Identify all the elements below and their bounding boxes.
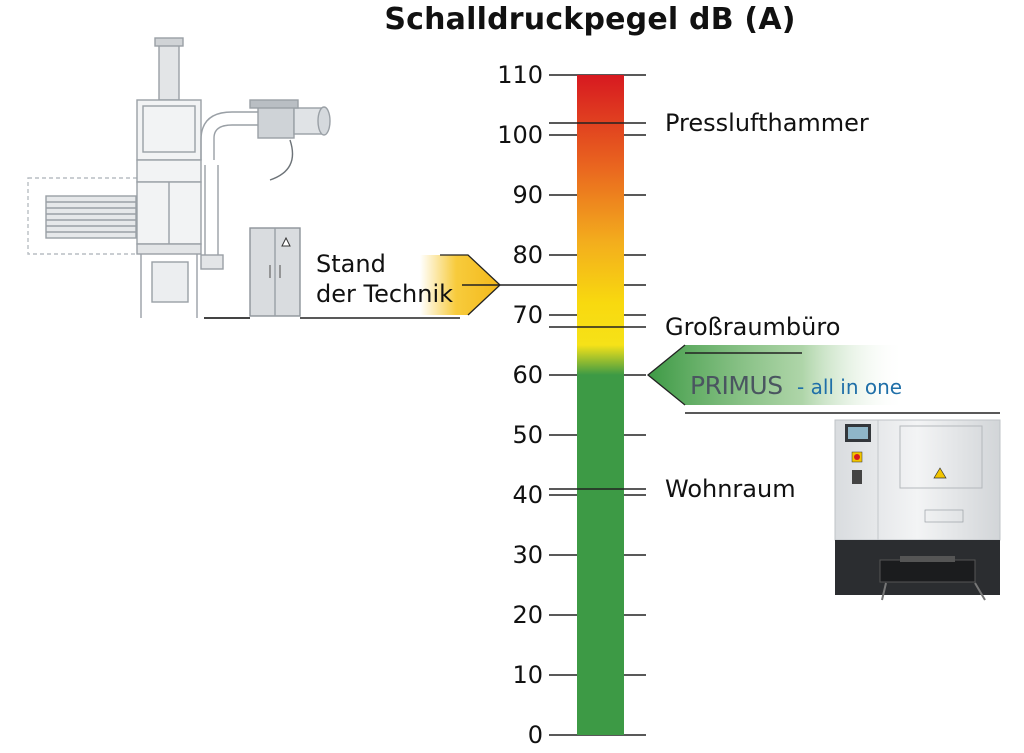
y-tick-label: 0 bbox=[528, 721, 543, 749]
reference-level-label: Großraumbüro bbox=[665, 313, 840, 341]
y-tick-label: 50 bbox=[512, 421, 543, 449]
primus-arrow-outline bbox=[646, 344, 686, 406]
y-tick-label: 80 bbox=[512, 241, 543, 269]
stand-arrow-shape bbox=[420, 255, 500, 315]
gradient-scale-bar bbox=[577, 75, 624, 735]
primus-marker: PRIMUS - all in one bbox=[646, 344, 1000, 414]
primus-label: PRIMUS bbox=[690, 371, 783, 400]
reference-level-label: Presslufthammer bbox=[665, 109, 869, 137]
primus-sublabel: - all in one bbox=[797, 375, 902, 399]
industrial-dust-collector-image bbox=[27, 37, 331, 319]
y-tick-label: 90 bbox=[512, 181, 543, 209]
y-tick-label: 30 bbox=[512, 541, 543, 569]
stand-arrow-outline bbox=[440, 254, 501, 316]
chart-title: Schalldruckpegel dB (A) bbox=[384, 2, 796, 37]
y-axis-ticks: 0 10 20 30 40 50 60 70 80 90 100 110 bbox=[497, 61, 646, 749]
y-tick-label: 60 bbox=[512, 361, 543, 389]
stand-label-line-2: der Technik bbox=[316, 280, 453, 308]
y-tick-label: 70 bbox=[512, 301, 543, 329]
y-tick-label: 10 bbox=[512, 661, 543, 689]
y-tick-label: 110 bbox=[497, 61, 543, 89]
reference-level-label: Wohnraum bbox=[665, 475, 796, 503]
primus-machine-image bbox=[834, 419, 1001, 601]
y-tick-label: 20 bbox=[512, 601, 543, 629]
y-tick-label: 40 bbox=[512, 481, 543, 509]
primus-arrow-shape bbox=[648, 345, 905, 405]
y-tick-label: 100 bbox=[497, 121, 543, 149]
stand-label-line-1: Stand bbox=[316, 250, 386, 278]
